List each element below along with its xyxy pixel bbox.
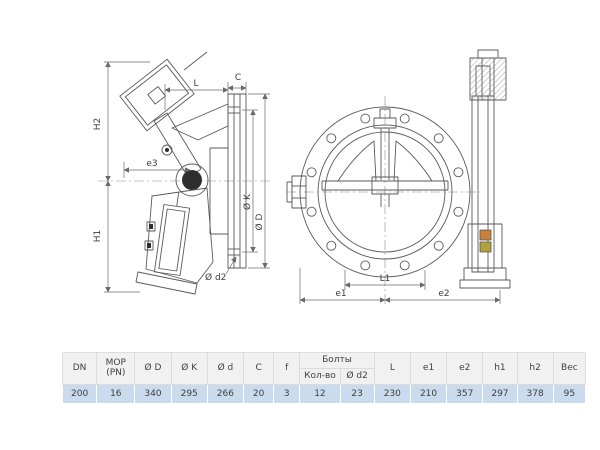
dimension-table: DN MOP (PN) Ø D Ø K Ø d C f Болты L e1 e… [61,352,587,404]
front-dimensions [299,268,501,304]
flange-front [299,106,471,278]
col-header-l: L [373,352,411,385]
col-header-h1: h1 [482,352,518,385]
cell-bolts-d2: 23 [339,383,375,404]
counterweight-edge-line [183,51,208,71]
cell-e2: 357 [446,383,484,404]
disc-internals [321,108,449,207]
cell-h2: 378 [516,383,554,404]
damper-indicator-upper [479,229,492,241]
dim-label-dd2: Ø d2 [205,272,226,283]
dim-label-dd: Ø D [254,213,265,230]
dim-label-e1: e1 [335,289,346,299]
col-header-mop-line2: (PN) [106,368,126,379]
cell-e1: 210 [409,383,448,404]
front-view: L1 e1 e2 [286,49,511,304]
cell-l: 230 [373,383,411,404]
cell-f: 3 [273,383,301,404]
top-bracket [171,103,229,141]
damper-port-lower [144,240,154,251]
dim-label-c: C [235,73,241,83]
col-header-h2: h2 [516,352,554,385]
dimension-table-grid: DN MOP (PN) Ø D Ø K Ø d C f Болты L e1 e… [61,352,587,404]
damper-port-upper [146,221,156,232]
col-header-c: C [242,352,275,385]
cell-mop: 16 [96,383,136,404]
dim-label-e2: e2 [438,289,449,299]
header-row-1: DN MOP (PN) Ø D Ø K Ø d C f Болты L e1 e… [61,352,587,385]
col-header-dD: Ø D [134,352,172,385]
shaft-stub [286,175,307,209]
col-header-f: f [273,352,301,385]
cell-dd: 266 [206,383,245,404]
cell-dn: 200 [61,383,98,404]
dim-label-e3: e3 [146,159,157,169]
cell-h1: 297 [482,383,518,404]
bolt-circle [306,113,464,271]
valve-technical-drawing: H2 H1 e3 L C Ø K Ø D Ø d2 [93,49,511,304]
dim-label-h1: H1 [93,230,103,243]
link-pin [161,144,173,156]
flange-side [209,93,247,269]
counterweight-side [119,58,195,132]
lever-arm [153,112,202,178]
dim-label-l1: L1 [380,274,391,284]
damper-indicator-lower [479,241,492,253]
cell-dK: 295 [170,383,208,404]
table-row: 200 16 340 295 266 20 3 12 23 230 210 35… [61,383,587,404]
col-header-bolts-count: Кол-во [299,367,341,385]
col-header-bolts-d2: Ø d2 [339,367,375,385]
col-header-e1: e1 [409,352,448,385]
dim-label-l: L [193,79,198,89]
col-header-bolts: Болты [299,352,375,369]
cell-weight: 95 [552,383,587,404]
dim-label-h2: H2 [93,118,103,131]
pivot-shaft [175,163,209,197]
col-header-mop: MOP (PN) [96,352,136,385]
col-header-dd: Ø d [206,352,245,385]
col-header-dn: DN [61,352,98,385]
cell-c: 20 [242,383,275,404]
side-view: H2 H1 e3 L C Ø K Ø D Ø d2 [93,51,272,295]
foot-plate [135,271,198,295]
valve-body-side [145,187,214,284]
dim-label-dk: Ø K [242,193,253,210]
lever-assembly-front [459,49,511,289]
col-header-mop-line1: MOP [105,357,126,368]
col-header-dK: Ø K [170,352,208,385]
cell-bolts-count: 12 [299,383,341,404]
header-row-2: Кол-во Ø d2 [63,367,586,385]
cell-dD: 340 [134,383,172,404]
side-dimensions [104,61,270,293]
counterweight-front [469,57,507,101]
col-header-weight: Вес [552,352,587,385]
col-header-e2: e2 [446,352,484,385]
hydraulic-damper [153,192,191,276]
